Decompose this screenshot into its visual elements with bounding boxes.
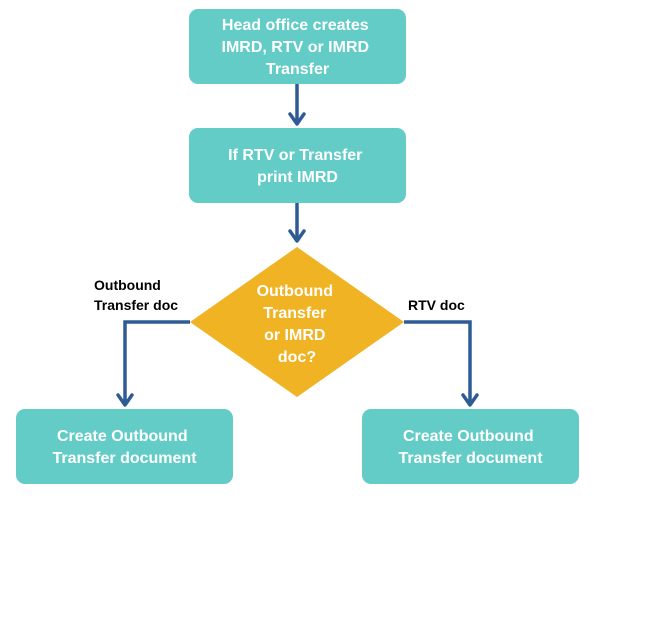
create-right-line-1: Create Outbound bbox=[403, 428, 534, 445]
edge-label-right: RTV doc bbox=[408, 297, 465, 313]
arrowhead-decision-to-left bbox=[116, 393, 134, 407]
decision-line-2: Transfer bbox=[263, 305, 326, 322]
create-left-line-1: Create Outbound bbox=[57, 428, 188, 445]
decision-line-3: or IMRD bbox=[264, 327, 325, 344]
svg-text:If RTV or Transfer print: If RTV or Transfer print IMRD bbox=[228, 147, 367, 186]
arrowhead-decision-to-right bbox=[461, 393, 479, 407]
svg-text:Head office creates IMR: Head office creates IMRD, RTV or IMRD Tr… bbox=[222, 17, 374, 78]
svg-text:Outbound Transfer doc: Outbound Transfer doc bbox=[94, 277, 178, 313]
svg-text:Create Outbound Transfer: Create Outbound Transfer document bbox=[52, 428, 197, 467]
process-box-print-imrd bbox=[189, 128, 406, 203]
decision-line-4: doc? bbox=[278, 349, 316, 366]
node-print-imrd: If RTV or Transfer print IMRD bbox=[189, 128, 406, 203]
head-office-line-3: Transfer bbox=[266, 61, 329, 78]
svg-text:RTV doc: RTV doc bbox=[408, 297, 465, 313]
edge-label-left-line-2: Transfer doc bbox=[94, 297, 178, 313]
decision-line-1: Outbound bbox=[257, 283, 333, 300]
create-left-line-2: Transfer document bbox=[52, 450, 197, 467]
process-box-create-left bbox=[16, 409, 233, 484]
svg-text:Create Outbound Transfer: Create Outbound Transfer document bbox=[398, 428, 543, 467]
head-office-line-1: Head office creates bbox=[222, 17, 369, 34]
connector-decision-to-right bbox=[404, 320, 472, 405]
svg-text:Outbound Transfer: Outbound Transfer or IMRD doc? bbox=[257, 283, 338, 366]
print-imrd-line-2: print IMRD bbox=[257, 169, 338, 186]
node-head-office: Head office creates IMRD, RTV or IMRD Tr… bbox=[189, 9, 406, 84]
node-decision: Outbound Transfer or IMRD doc? bbox=[190, 247, 404, 397]
node-create-right: Create Outbound Transfer document bbox=[362, 409, 579, 484]
node-create-left: Create Outbound Transfer document bbox=[16, 409, 233, 484]
head-office-line-2: IMRD, RTV or IMRD bbox=[222, 39, 370, 56]
process-box-head-office bbox=[189, 9, 406, 84]
print-imrd-line-1: If RTV or Transfer bbox=[228, 147, 362, 164]
connector-decision-to-left bbox=[123, 320, 190, 405]
arrowhead-head-to-print bbox=[288, 112, 306, 126]
arrowhead-print-to-decision bbox=[288, 229, 306, 243]
edge-label-right-line-1: RTV doc bbox=[408, 297, 465, 313]
edge-label-left-line-1: Outbound bbox=[94, 277, 161, 293]
process-box-create-right bbox=[362, 409, 579, 484]
decision-diamond bbox=[190, 247, 404, 397]
create-right-line-2: Transfer document bbox=[398, 450, 543, 467]
connectors bbox=[116, 84, 479, 407]
edge-label-left: Outbound Transfer doc bbox=[94, 277, 178, 313]
